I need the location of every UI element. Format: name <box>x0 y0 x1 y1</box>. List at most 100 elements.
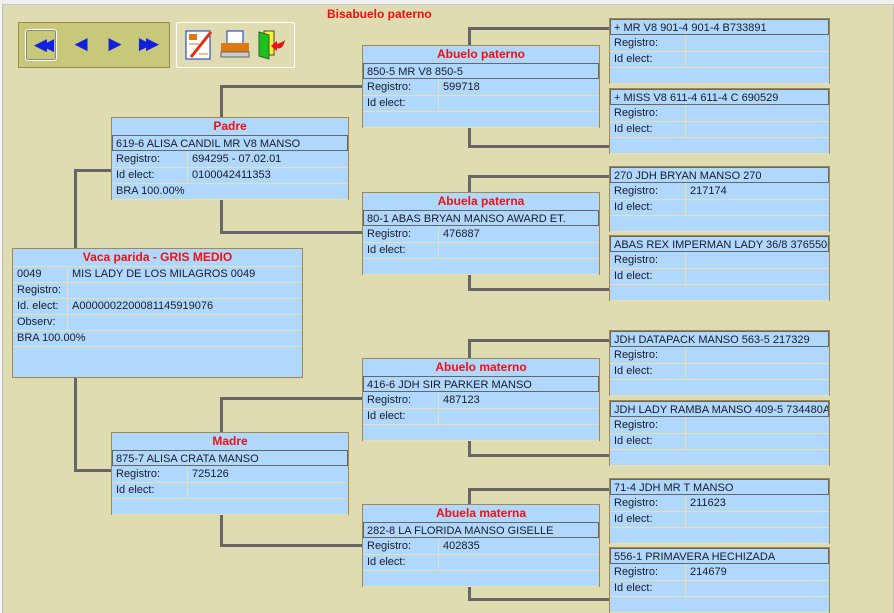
field-row: Id elect: <box>363 554 599 571</box>
animal-code: 0049 <box>17 268 42 280</box>
field-value <box>685 199 829 215</box>
connector-line <box>74 469 111 472</box>
print-button[interactable] <box>219 28 251 62</box>
field-label: Registro: <box>614 107 659 119</box>
field-value <box>685 35 829 51</box>
field-value: 0100042411353 <box>187 167 348 183</box>
field-value <box>67 282 302 298</box>
field-label: Registro: <box>367 228 412 240</box>
next-record-button[interactable]: ▶ <box>97 29 127 59</box>
field-label: Id elect: <box>116 169 155 181</box>
connector-line <box>468 27 471 45</box>
field-label: Id elect: <box>614 365 653 377</box>
field-row: Observ: <box>13 314 302 331</box>
animal-name: 270 JDH BRYAN MANSO 270 <box>610 167 829 183</box>
animal-name: + MR V8 901-4 901-4 B733891 <box>610 19 829 35</box>
field-value <box>438 408 599 424</box>
record-navigation: ◀◀◀▶▶▶ <box>18 22 170 68</box>
field-label: Id elect: <box>614 201 653 213</box>
connector-line <box>468 145 609 148</box>
field-label: Registro: <box>614 349 659 361</box>
field-row: Id elect: <box>363 408 599 425</box>
field-value <box>438 554 599 570</box>
connector-line <box>74 377 77 472</box>
card-title: Abuelo paterno <box>363 46 599 64</box>
connector-line <box>468 488 609 491</box>
field-row: Registro:211623 <box>610 495 829 512</box>
empty-row <box>610 67 829 84</box>
connector-line <box>468 488 471 504</box>
field-row: Id elect: <box>610 580 829 597</box>
field-label: Id elect: <box>367 410 406 422</box>
card-title: Abuela paterna <box>363 193 599 211</box>
field-row: Registro: <box>610 347 829 364</box>
empty-row <box>610 137 829 154</box>
connector-line <box>468 175 471 192</box>
field-value <box>187 482 348 498</box>
field-label: Id elect: <box>614 582 653 594</box>
field-value <box>67 314 302 330</box>
field-row: Registro: <box>610 417 829 434</box>
field-label: Registro: <box>367 81 412 93</box>
last-record-button[interactable]: ▶▶ <box>131 29 161 59</box>
connector-line <box>468 339 609 342</box>
field-label: Id elect: <box>614 513 653 525</box>
connector-line <box>468 127 471 147</box>
field-row: Registro: <box>610 35 829 52</box>
animal-name: 282-8 LA FLORIDA MANSO GISELLE <box>363 522 599 538</box>
field-value <box>685 511 829 527</box>
connector-line <box>220 397 362 400</box>
field-value <box>685 417 829 433</box>
field-row: Registro:214679 <box>610 564 829 581</box>
field-row: Id elect: <box>610 363 829 380</box>
animal-name: 80-1 ABAS BRYAN MANSO AWARD ET. <box>363 210 599 226</box>
animal-name: 850-5 MR V8 850-5 <box>363 63 599 79</box>
empty-row <box>610 215 829 232</box>
previous-record-button[interactable]: ◀ <box>63 29 93 59</box>
exit-button[interactable] <box>255 28 287 62</box>
printer-icon <box>219 30 251 65</box>
window-left-border <box>0 4 3 613</box>
field-row: Registro:217174 <box>610 183 829 200</box>
double-left-arrow-icon: ◀◀ <box>33 35 54 54</box>
field-row: Registro:694295 - 07.02.01 <box>112 151 348 168</box>
connector-line <box>74 169 111 172</box>
field-row: Registro:476887 <box>363 226 599 243</box>
card-title: Vaca parida - GRIS MEDIO <box>13 249 302 267</box>
animal-name: 875-7 ALISA CRATA MANSO <box>112 450 348 466</box>
connector-line <box>220 85 362 88</box>
field-label: Id elect: <box>116 484 155 496</box>
field-value <box>685 580 829 596</box>
first-record-button[interactable]: ◀◀ <box>25 29 57 61</box>
field-row: Id elect: <box>610 121 829 138</box>
connector-line <box>220 544 362 547</box>
animal-name: 619-6 ALISA CANDIL MR V8 MANSO <box>112 135 348 151</box>
animal-name: JDH DATAPACK MANSO 563-5 217329 <box>610 331 829 347</box>
field-label: Id elect: <box>614 53 653 65</box>
field-value <box>685 268 829 284</box>
animal-name: + MISS V8 611-4 611-4 C 690529 <box>610 89 829 105</box>
right-arrow-icon: ▶ <box>108 34 121 53</box>
field-row: Registro: <box>13 282 302 299</box>
field-row: Registro: <box>610 105 829 122</box>
hover-caption: Bisabuelo paterno <box>327 7 432 21</box>
field-label: Registro: <box>614 37 659 49</box>
edit-button[interactable] <box>183 28 215 62</box>
card-title: Madre <box>112 433 348 451</box>
breed-row: BRA 100.00% <box>13 330 302 347</box>
empty-row <box>610 379 829 396</box>
field-value <box>438 95 599 111</box>
field-row: Id elect: <box>610 511 829 528</box>
field-label: Registro: <box>116 153 161 165</box>
field-row: Registro:402835 <box>363 538 599 555</box>
empty-row <box>363 570 599 587</box>
empty-row <box>610 449 829 466</box>
field-label: Registro: <box>614 254 659 266</box>
field-row: Id elect: <box>112 482 348 499</box>
connector-line <box>468 175 609 178</box>
